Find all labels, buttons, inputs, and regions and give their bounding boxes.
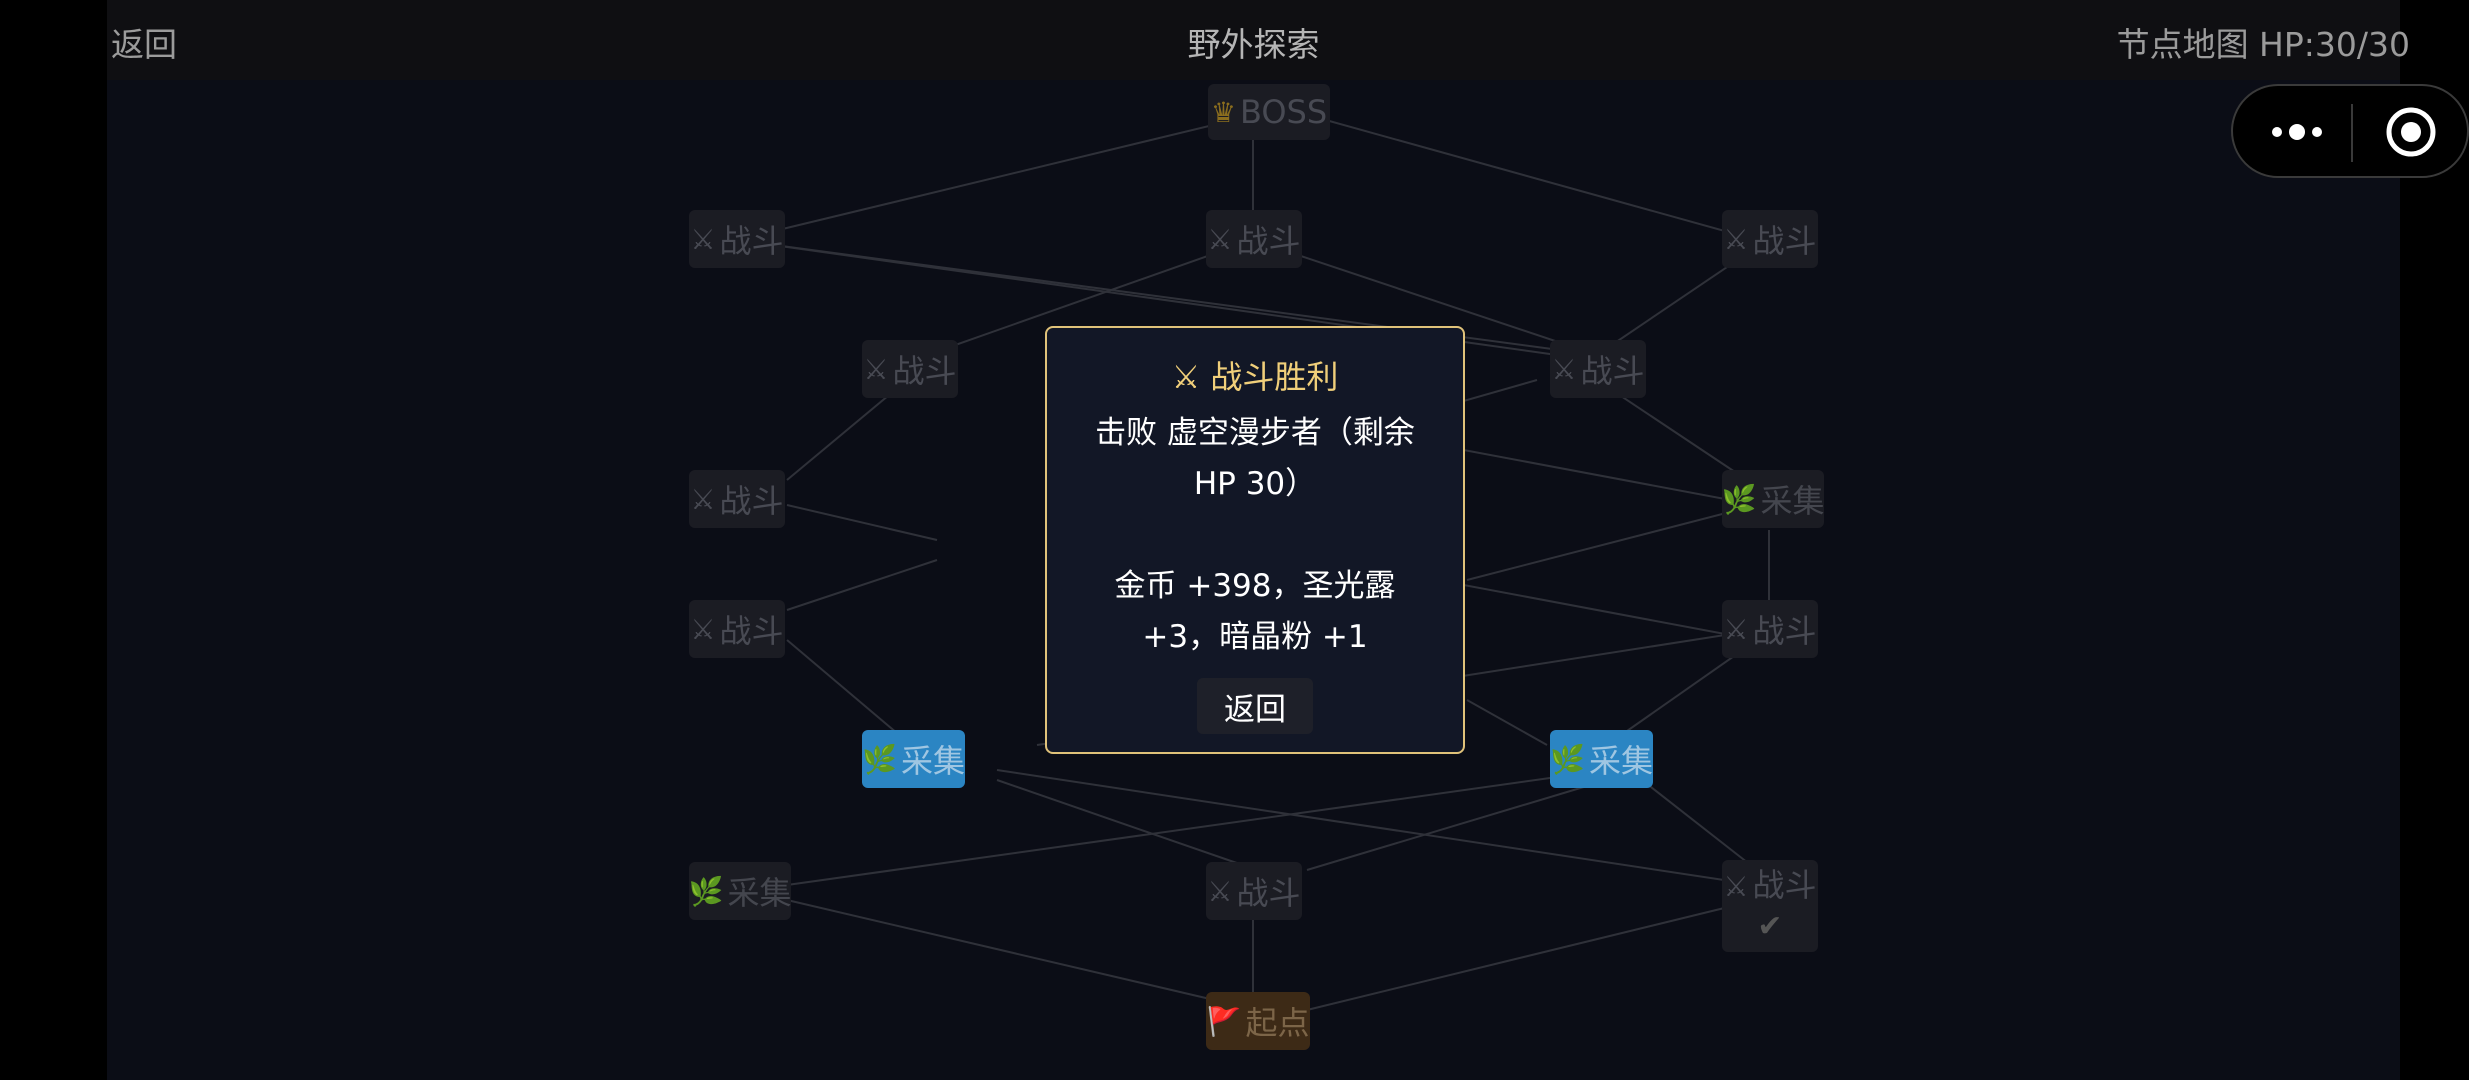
map-node-battle[interactable]: ⚔战斗 xyxy=(1722,600,1818,658)
node-label: 战斗 xyxy=(1752,222,1817,260)
red-flag-icon: 🚩 xyxy=(1206,1004,1242,1038)
dialog-title: ⚔ 战斗胜利 xyxy=(1171,358,1339,396)
map-node-battle[interactable]: ⚔战斗 xyxy=(862,340,958,398)
crossed-swords-icon: ⚔ xyxy=(1207,222,1233,256)
node-label: 采集 xyxy=(900,742,965,780)
leaf-icon: 🌿 xyxy=(862,742,897,776)
dialog-return-button[interactable]: 返回 xyxy=(1197,678,1313,734)
leaf-icon: 🌿 xyxy=(1721,482,1757,516)
crossed-swords-icon: ⚔ xyxy=(1551,352,1577,386)
map-node-boss[interactable]: ♛BOSS xyxy=(1208,84,1330,140)
target-close-icon[interactable] xyxy=(2385,106,2437,158)
crossed-swords-icon: ⚔ xyxy=(863,352,889,386)
node-label: 采集 xyxy=(727,874,792,912)
map-node-gather[interactable]: 🌿采集 xyxy=(1722,470,1824,528)
node-label: BOSS xyxy=(1239,93,1328,131)
map-node-battle[interactable]: ⚔战斗 xyxy=(1206,210,1302,268)
page-title: 野外探索 xyxy=(1187,25,1320,64)
crossed-swords-icon: ⚔ xyxy=(690,612,716,646)
leaf-icon: 🌿 xyxy=(688,874,724,908)
node-label: 战斗 xyxy=(719,612,784,650)
node-label: 战斗 xyxy=(1580,352,1645,390)
status-text: 节点地图 HP:30/30 xyxy=(2116,25,2410,64)
map-node-start[interactable]: 🚩起点 xyxy=(1206,992,1310,1050)
map-node-battle[interactable]: ⚔战斗 xyxy=(689,600,785,658)
reward-message-line: 金币 +398，圣光露 xyxy=(1114,568,1396,604)
crossed-swords-icon: ⚔ xyxy=(690,482,716,516)
top-bar: 返回 野外探索 节点地图 HP:30/30 xyxy=(107,0,2410,80)
node-label: 战斗 xyxy=(719,222,784,260)
map-node-battle[interactable]: ⚔战斗 xyxy=(1206,862,1302,920)
node-label: 采集 xyxy=(1588,742,1653,780)
node-label: 战斗 xyxy=(1236,874,1301,912)
crossed-swords-icon: ⚔ xyxy=(1207,874,1233,908)
leaf-icon: 🌿 xyxy=(1550,742,1585,776)
left-black-strip xyxy=(0,0,107,1080)
crossed-swords-icon: ⚔ xyxy=(1723,612,1749,646)
app-screen: 返回 野外探索 节点地图 HP:30/30 xyxy=(107,0,2469,1080)
crossed-swords-icon: ⚔ xyxy=(1723,870,1749,903)
battle-result-dialog: ⚔ 战斗胜利 击败 虚空漫步者（剩余 HP 30） 金币 +398，圣光露 +3… xyxy=(1045,326,1465,754)
node-label: 战斗 xyxy=(1752,866,1817,904)
map-node-battle[interactable]: ⚔战斗 xyxy=(689,210,785,268)
node-label: 采集 xyxy=(1760,482,1825,520)
back-link[interactable]: 返回 xyxy=(111,25,177,64)
defeat-message-line: 击败 虚空漫步者（剩余 xyxy=(1095,415,1415,451)
node-label: 起点 xyxy=(1245,1004,1310,1042)
mini-program-capsule xyxy=(2231,84,2469,178)
map-node-gather-available[interactable]: 🌿采集 xyxy=(1550,730,1653,788)
map-node-battle[interactable]: ⚔战斗 xyxy=(1722,210,1818,268)
dialog-message: 击败 虚空漫步者（剩余 HP 30） 金币 +398，圣光露 +3，暗晶粉 +1 xyxy=(1071,408,1439,663)
map-node-gather[interactable]: 🌿采集 xyxy=(689,862,791,920)
capsule-divider xyxy=(2351,104,2353,162)
more-dots-icon[interactable] xyxy=(2267,114,2327,150)
reward-message-line: +3，暗晶粉 +1 xyxy=(1142,619,1368,655)
checkmark-icon: ✔ xyxy=(1757,909,1783,944)
defeat-message-line: HP 30） xyxy=(1193,466,1317,502)
map-node-battle-cleared[interactable]: ⚔战斗 ✔ xyxy=(1722,860,1818,952)
node-label: 战斗 xyxy=(719,482,784,520)
map-node-battle[interactable]: ⚔战斗 xyxy=(1550,340,1646,398)
map-node-battle[interactable]: ⚔战斗 xyxy=(689,470,785,528)
map-node-gather-available[interactable]: 🌿采集 xyxy=(862,730,965,788)
crown-icon: ♛ xyxy=(1210,95,1236,129)
crossed-swords-icon: ⚔ xyxy=(690,222,716,256)
node-label: 战斗 xyxy=(1236,222,1301,260)
map-edges xyxy=(736,111,1770,1011)
node-label: 战斗 xyxy=(892,352,957,390)
node-label: 战斗 xyxy=(1752,612,1817,650)
crossed-swords-icon: ⚔ xyxy=(1723,222,1749,256)
